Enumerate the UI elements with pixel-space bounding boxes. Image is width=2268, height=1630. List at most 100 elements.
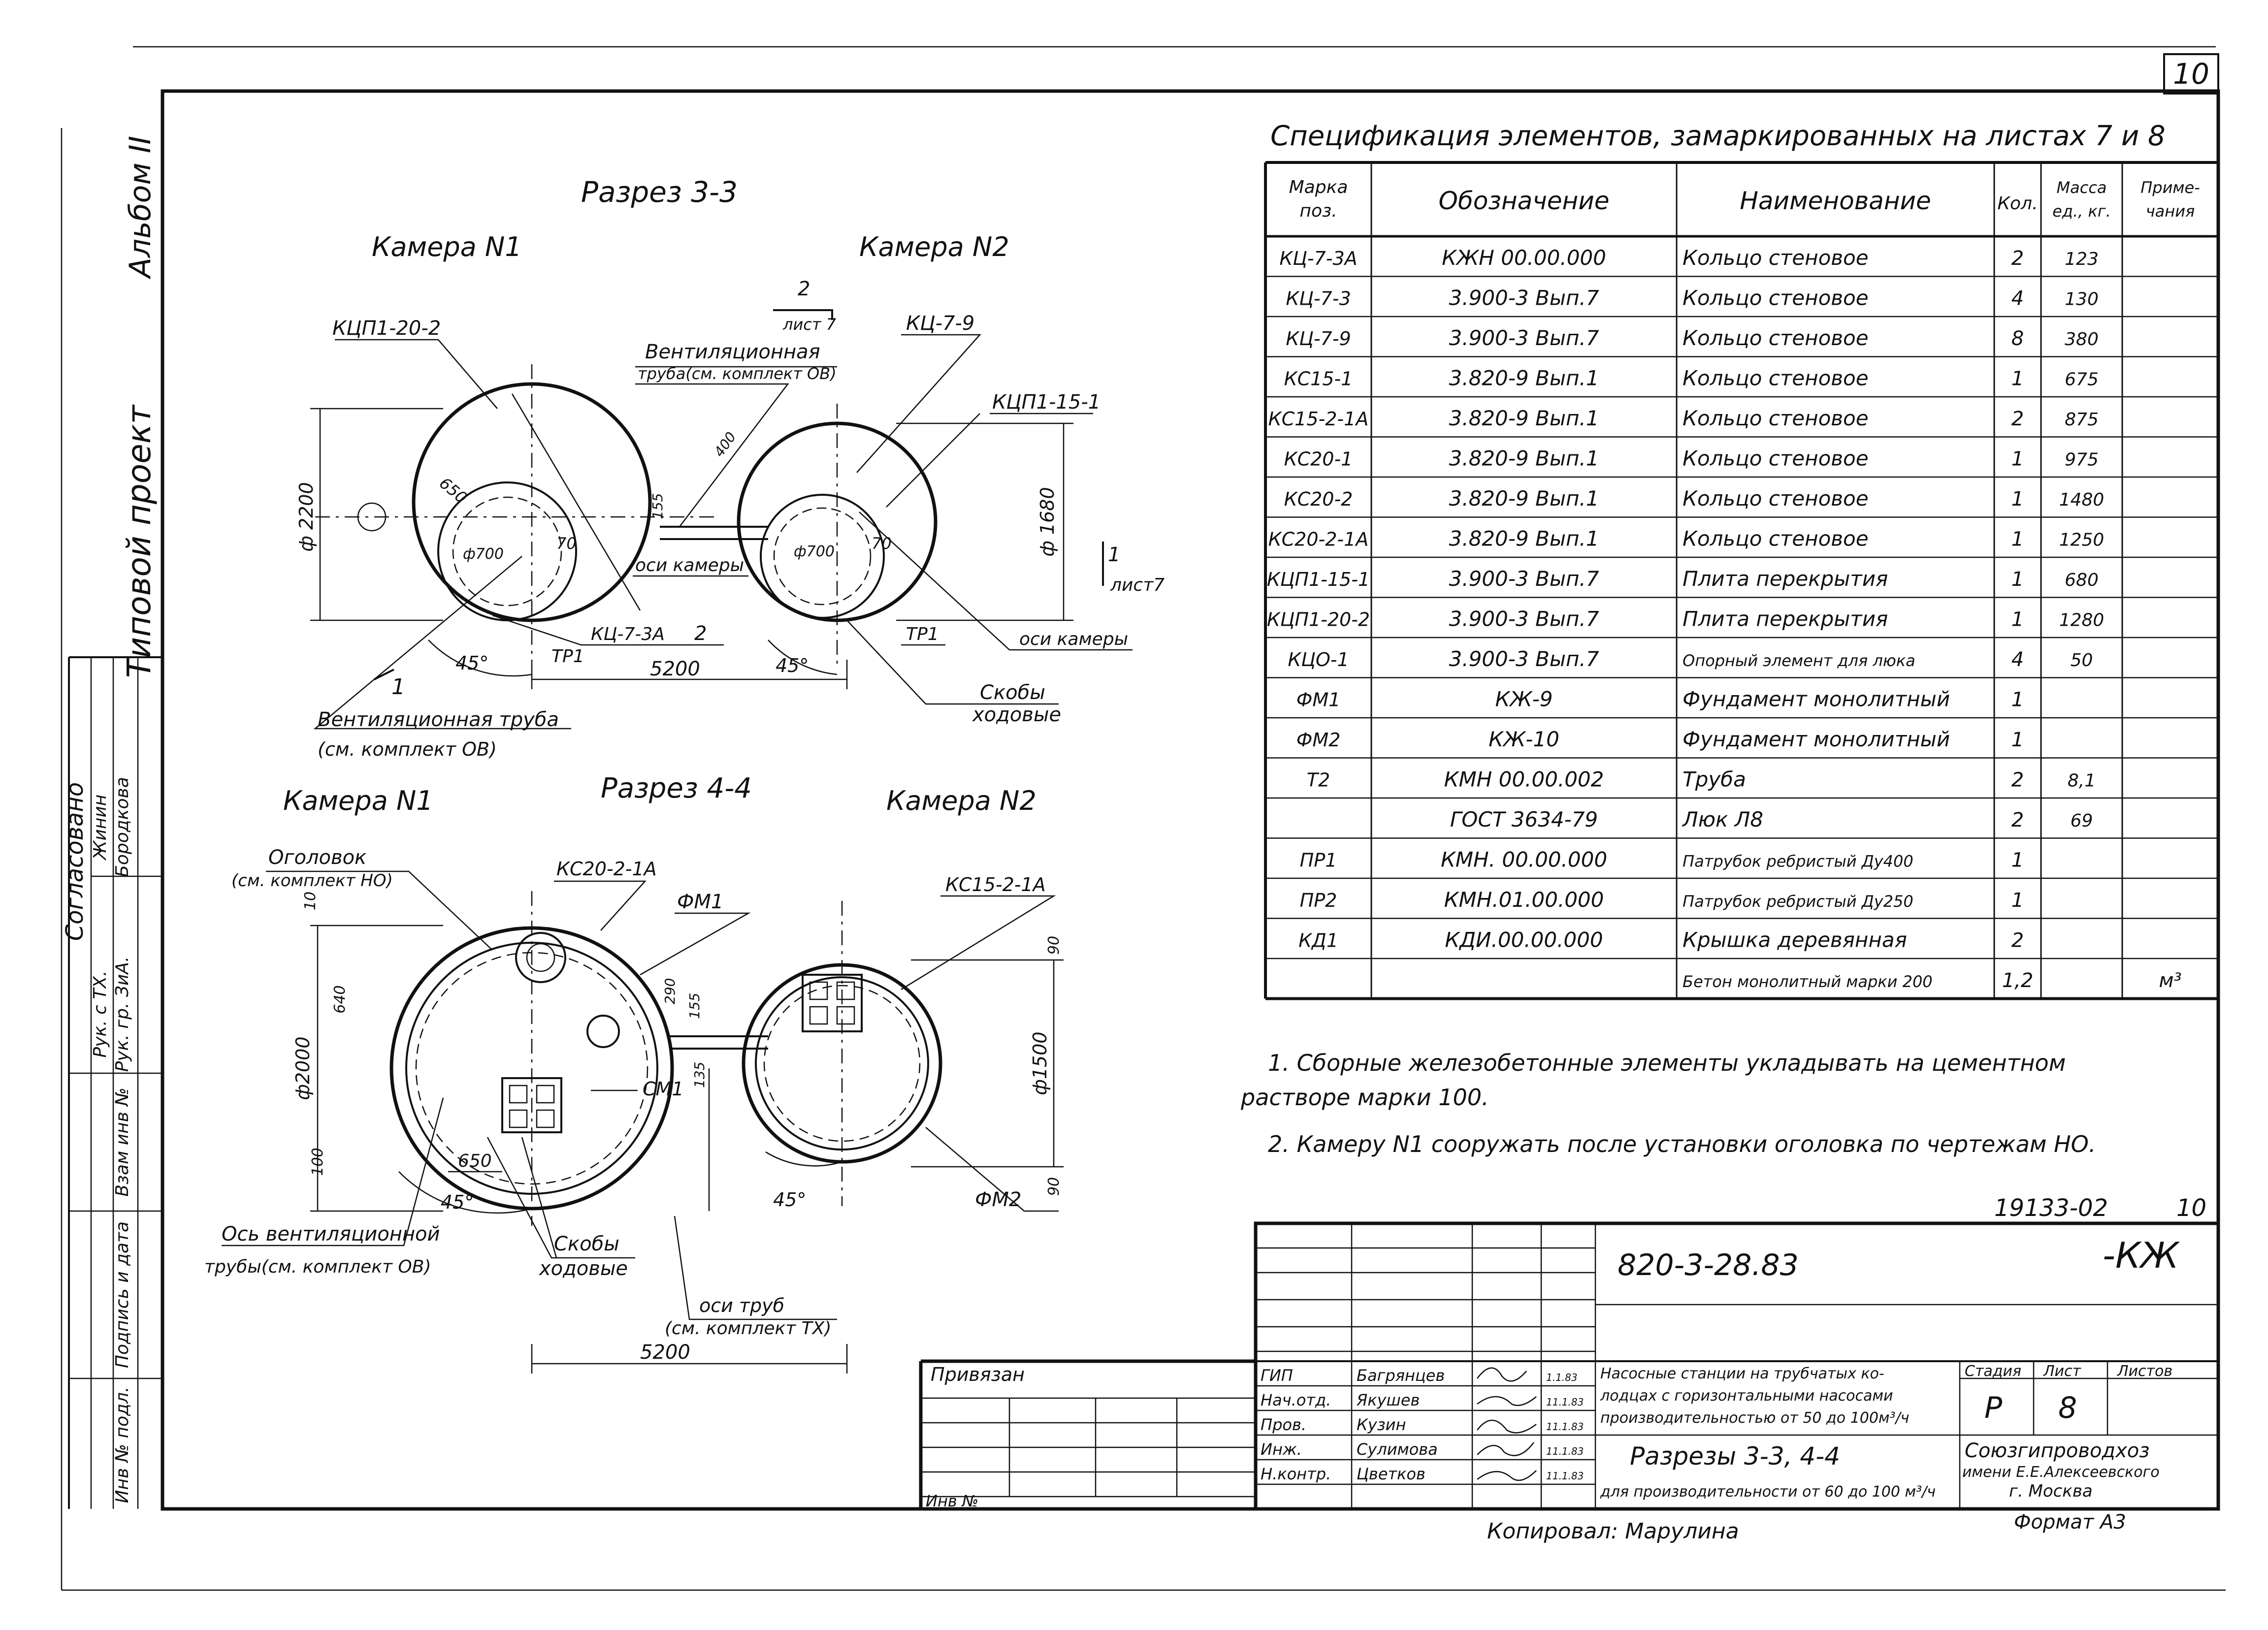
dim-d700-b: ф700 — [794, 543, 835, 560]
dim-d1500: ф1500 — [1029, 1031, 1051, 1095]
spec-cell-12-2: Фундамент монолитный — [1683, 727, 1950, 751]
label-kc20-2-1a: КС20-2-1А — [556, 858, 657, 880]
label-vent-pipe-2: труба(см. комплект ОВ) — [638, 364, 837, 383]
spec-cell-1-2: Кольцо стеновое — [1683, 286, 1869, 310]
spec-cell-18-5: м³ — [2159, 969, 2181, 992]
cut-ref-2-sheet: лист 7 — [782, 315, 837, 334]
role-4: Н.контр. — [1261, 1465, 1331, 1483]
spec-cell-13-3: 2 — [2011, 769, 2024, 792]
spec-cell-7-2: Кольцо стеновое — [1683, 527, 1869, 551]
bound-label: Привязан — [931, 1364, 1025, 1385]
spec-cell-9-1: 3.900-3 Вып.7 — [1449, 607, 1599, 631]
spec-cell-9-4: 1280 — [2059, 610, 2105, 631]
spec-header-0-b: поз. — [1299, 201, 1337, 221]
dim-5200: 5200 — [650, 658, 700, 680]
spec-cell-9-3: 1 — [2011, 608, 2024, 631]
spec-cell-7-4: 1250 — [2059, 530, 2105, 550]
object-l2: лодцах с горизонтальными насосами — [1600, 1387, 1893, 1405]
spec-cell-13-2: Труба — [1683, 767, 1746, 792]
spec-cell-0-0: КЦ-7-3А — [1279, 248, 1357, 269]
dim-135: 135 — [691, 1062, 708, 1088]
dim-100: 100 — [309, 1148, 326, 1176]
spec-cell-8-1: 3.900-3 Вып.7 — [1449, 567, 1599, 591]
sheet-number: 10 — [2173, 57, 2209, 91]
spec-cell-6-2: Кольцо стеновое — [1683, 486, 1869, 511]
spec-cell-2-4: 380 — [2065, 329, 2099, 350]
agreed-label: Согласовано — [61, 782, 89, 941]
doc-code: 820-3-28.83 — [1618, 1248, 1799, 1282]
spec-cell-5-4: 975 — [2065, 450, 2099, 470]
label-head: Оголовок — [268, 846, 366, 869]
role-1: Нач.отд. — [1261, 1391, 1331, 1409]
sheet-subtitle: для производительности от 60 до 100 м³/ч — [1600, 1483, 1936, 1501]
angle-45-a: 45° — [455, 652, 488, 674]
paper-format: Формат А3 — [2014, 1511, 2126, 1534]
title-block: Привязан Инв № 820-3-28.83 -КЖ ГИП Нач.о… — [919, 1221, 2220, 1544]
spec-cell-1-4: 130 — [2065, 289, 2099, 310]
side-stamp: Альбом II Типовой проект Согласовано Рук… — [61, 136, 162, 1509]
note-1: 1. Сборные железобетонные элементы уклад… — [1268, 1050, 2066, 1076]
cut-ref-1: 1 — [1108, 543, 1120, 566]
dim-650: 650 — [436, 474, 471, 507]
spec-cell-15-3: 1 — [2011, 849, 2024, 872]
section-3-3-title: Разрез 3-3 — [581, 175, 738, 209]
archive-sheet: 10 — [2176, 1194, 2206, 1222]
date-2: 11.1.83 — [1546, 1421, 1584, 1433]
spec-cell-8-3: 1 — [2011, 568, 2024, 591]
spec-header-3: Кол. — [1997, 193, 2038, 214]
spec-header-4-a: Масса — [2056, 178, 2106, 197]
name-2: Кузин — [1357, 1415, 1406, 1434]
angle-45-d: 45° — [773, 1189, 806, 1211]
copied-by: Копировал: Марулина — [1487, 1519, 1739, 1544]
spec-cell-8-0: КЦП1-15-1 — [1267, 569, 1370, 590]
spec-cell-3-4: 675 — [2065, 370, 2099, 390]
spec-cell-1-0: КЦ-7-3 — [1286, 288, 1351, 310]
spec-cell-18-2: Бетон монолитный марки 200 — [1683, 972, 1933, 991]
spec-cell-0-2: Кольцо стеновое — [1683, 246, 1869, 270]
signature-1 — [1477, 1396, 1537, 1406]
spec-cell-7-3: 1 — [2011, 528, 2024, 551]
spec-cell-7-0: КС20-2-1А — [1268, 529, 1369, 550]
spec-cell-8-2: Плита перекрытия — [1683, 567, 1888, 591]
label-pipe-axes-2: (см. комплект ТХ) — [665, 1318, 831, 1339]
spec-cell-13-4: 8,1 — [2068, 771, 2096, 791]
archive-number: 19133-02 — [1994, 1194, 2108, 1222]
org-3: г. Москва — [2009, 1481, 2093, 1501]
signature-2 — [1477, 1419, 1537, 1434]
signature-0 — [1477, 1367, 1527, 1382]
label-skoby-44-2: ходовые — [538, 1257, 628, 1280]
spec-cell-6-4: 1480 — [2059, 490, 2105, 510]
spec-cell-6-1: 3.820-9 Вып.1 — [1449, 486, 1599, 511]
spec-cell-12-3: 1 — [2011, 729, 2024, 751]
spec-cell-10-3: 4 — [2011, 648, 2024, 671]
spec-cell-2-3: 8 — [2011, 327, 2024, 350]
dim-d2200: ф 2200 — [295, 482, 317, 551]
spec-cell-5-1: 3.820-9 Вып.1 — [1449, 447, 1599, 471]
sheet-header: Лист — [2043, 1363, 2082, 1380]
spec-cell-0-4: 123 — [2065, 249, 2099, 269]
label-kc15-2-1a: КС15-2-1А — [945, 874, 1046, 895]
spec-cell-3-1: 3.820-9 Вып.1 — [1449, 366, 1599, 390]
notes: 1. Сборные железобетонные элементы уклад… — [1240, 1050, 2206, 1222]
spec-table: Спецификация элементов, замаркированных … — [1264, 120, 2220, 1000]
label-skoby-2: ходовые — [972, 703, 1061, 726]
spec-cell-17-1: КДИ.00.00.000 — [1445, 928, 1603, 952]
label-tp1-a: ТР1 — [551, 646, 584, 667]
spec-cell-15-2: Патрубок ребристый Ду400 — [1683, 852, 1913, 871]
dim-155-44: 155 — [686, 993, 703, 1019]
cut-ref-1-sheet: лист7 — [1110, 575, 1165, 595]
inv-label: Инв № — [926, 1492, 978, 1510]
project-label: Типовой проект — [120, 404, 158, 678]
stamp-name-1: Жинин — [90, 795, 110, 861]
spec-cell-5-0: КС20-1 — [1284, 448, 1353, 470]
spec-cell-9-0: КЦП1-20-2 — [1267, 609, 1370, 631]
dim-d700-a: ф700 — [463, 545, 504, 563]
spec-cell-18-3: 1,2 — [2002, 969, 2034, 992]
spec-cell-10-2: Опорный элемент для люка — [1683, 651, 1915, 670]
spec-cell-17-0: КД1 — [1298, 930, 1338, 952]
note-2: 2. Камеру N1 сооружать после установки о… — [1268, 1131, 2096, 1157]
name-3: Сулимова — [1357, 1440, 1438, 1459]
spec-cell-1-1: 3.900-3 Вып.7 — [1449, 286, 1599, 310]
section-3-3: Разрез 3-3 Камера N1 Камера N2 — [295, 175, 1165, 760]
